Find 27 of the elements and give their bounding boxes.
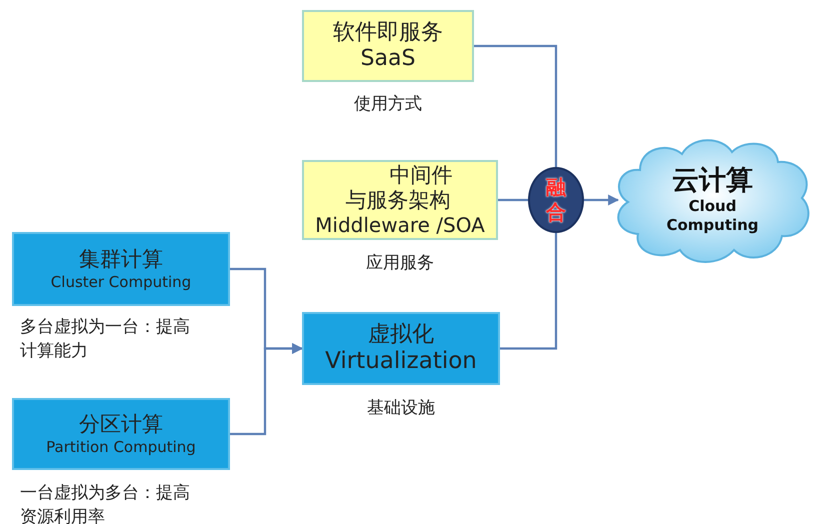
box-title: 虚拟化: [368, 322, 434, 348]
box-subtitle: Partition Computing: [46, 438, 196, 456]
note-text: 多台虚拟为一台：提高计算能力: [20, 316, 191, 363]
box-title: 中间件与服务架构: [345, 162, 454, 214]
note-text: 使用方式: [353, 93, 423, 116]
box-title: 软件即服务: [332, 20, 444, 46]
box-subtitle: SaaS: [360, 46, 416, 72]
service-box: [302, 160, 498, 240]
note-text: 应用服务: [365, 252, 435, 275]
box-subtitle: Cloud Computing: [665, 197, 760, 235]
computing-box: [12, 232, 230, 306]
connector-line: [474, 44, 558, 167]
computing-box: [12, 398, 230, 470]
connector-line: [500, 233, 558, 350]
box-title: 云计算: [672, 165, 753, 198]
box-subtitle: Cluster Computing: [50, 272, 192, 291]
box-subtitle: Middleware /SOA: [315, 213, 485, 238]
box-subtitle: Virtualization: [325, 348, 477, 376]
merge-label: 融合: [546, 175, 566, 225]
box-title: 集群计算: [79, 247, 163, 273]
box-title: 分区计算: [79, 412, 163, 438]
service-box: [302, 10, 474, 82]
note-text: 基础设施: [366, 397, 436, 420]
arrow: [230, 343, 304, 436]
connector-line: [498, 198, 528, 202]
computing-box: [302, 312, 500, 385]
arrow: [584, 194, 620, 206]
